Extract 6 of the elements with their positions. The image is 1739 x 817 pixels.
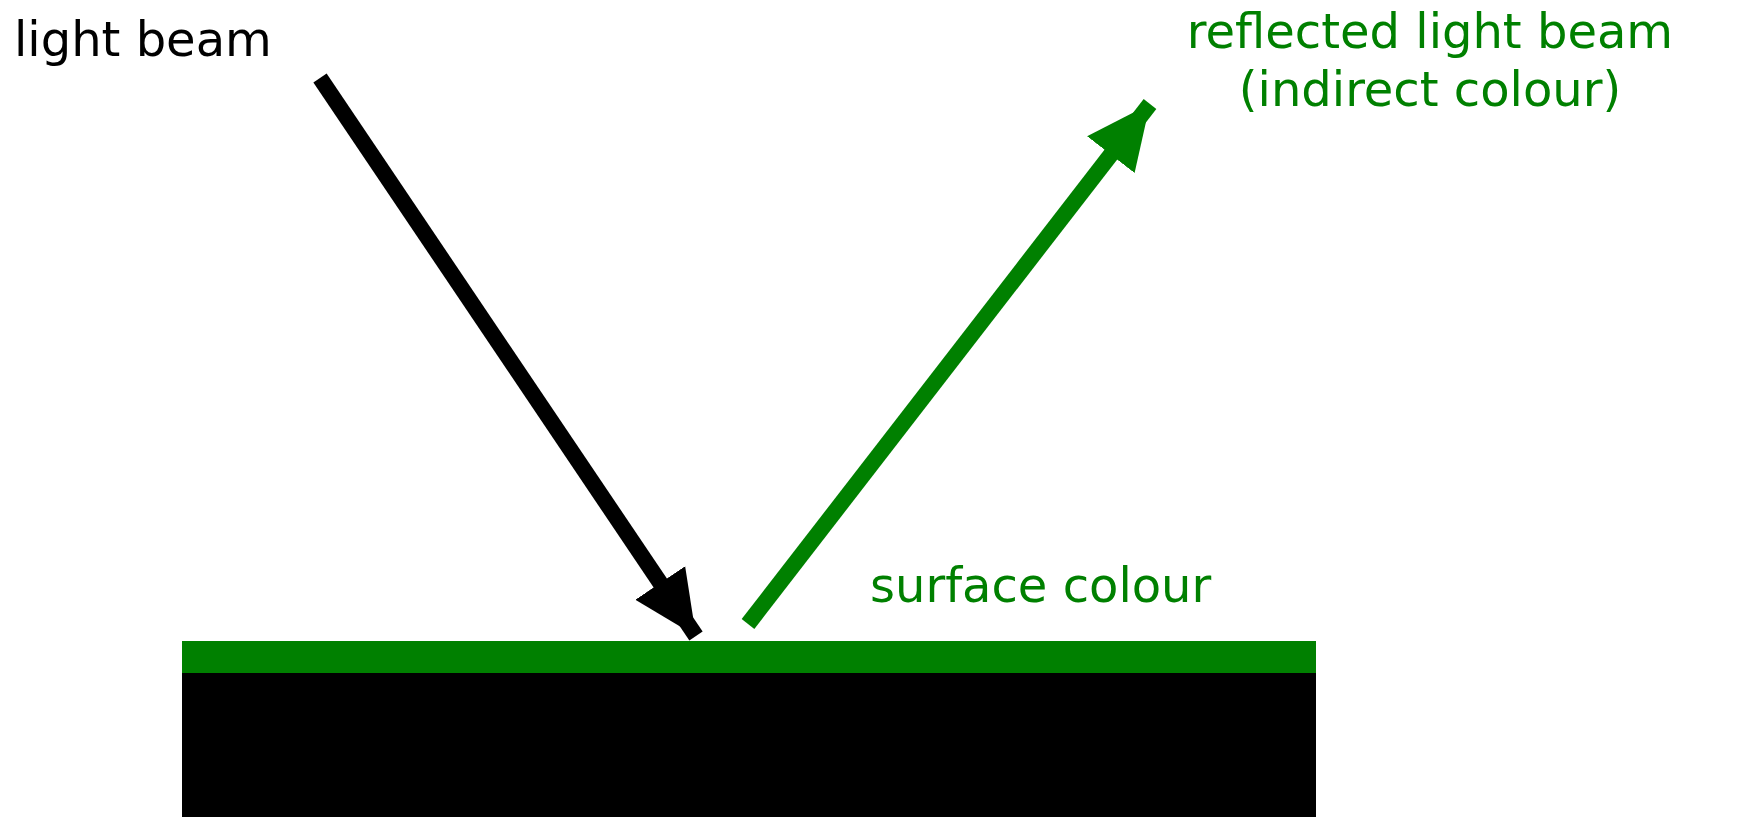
beam-label: light beam: [14, 10, 314, 68]
surface-layer: [182, 641, 1316, 673]
surface-label: surface colour: [870, 556, 1212, 614]
reflected-beam-label: reflected light beam (indirect colour): [1130, 2, 1730, 118]
arrow: [741, 99, 1157, 629]
arrow: [313, 73, 703, 641]
